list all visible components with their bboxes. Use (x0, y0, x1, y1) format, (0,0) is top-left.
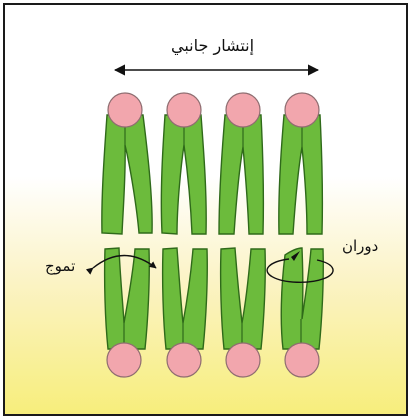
lipid-bottom-2 (163, 248, 208, 377)
lipid-bottom-4 (281, 248, 323, 377)
flip-flop-label: تموج (45, 257, 75, 275)
lipid-top-4 (279, 93, 323, 234)
lipid-head (167, 343, 201, 377)
bottom-lipid-row (105, 248, 324, 377)
lipid-tails (102, 115, 152, 234)
membrane-diagram (5, 5, 408, 416)
rotation-label: دوران (342, 237, 378, 255)
lipid-tails (279, 115, 323, 234)
lateral-diffusion-label: إنتشار جانبي (171, 36, 254, 55)
lipid-head (285, 93, 319, 127)
lipid-bottom-1 (105, 248, 150, 377)
lipid-tails (105, 248, 150, 349)
lipid-tails (163, 248, 208, 349)
top-lipid-row (102, 93, 323, 234)
lipid-top-1 (102, 93, 152, 234)
lipid-top-3 (219, 93, 263, 234)
lipid-head (285, 343, 319, 377)
lipid-bottom-3 (221, 248, 266, 377)
lipid-tails (281, 248, 323, 349)
lipid-head (226, 93, 260, 127)
lipid-head (107, 343, 141, 377)
lipid-head (108, 93, 142, 127)
lipid-head (226, 343, 260, 377)
lipid-tails (221, 248, 266, 349)
lipid-head (167, 93, 201, 127)
lipid-tails (219, 115, 263, 234)
diagram-frame: إنتشار جانبي دوران تموج (3, 3, 408, 416)
lipid-top-2 (161, 93, 206, 234)
